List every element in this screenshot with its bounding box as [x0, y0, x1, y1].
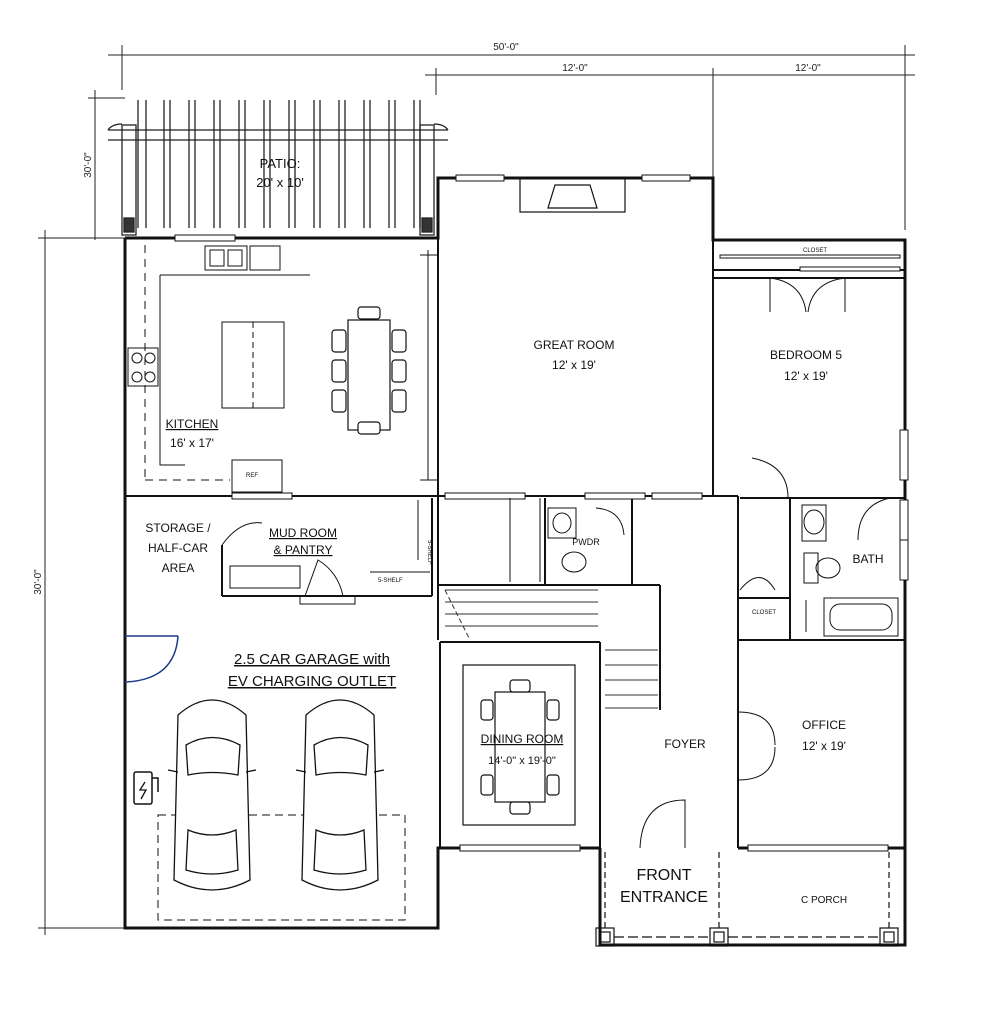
- bedroom-width-dimension: 12'-0": [795, 63, 821, 74]
- ev-charger-icon: [133, 771, 159, 805]
- great-room-label: GREAT ROOM: [534, 338, 615, 352]
- porch-label: C PORCH: [801, 895, 847, 906]
- garage-door-swing: [124, 635, 179, 683]
- front-entrance-label-1: FRONT: [636, 867, 691, 884]
- powder-fixtures: [509, 498, 625, 582]
- great-room-width-dimension: 12'-0": [562, 63, 588, 74]
- refrigerator-label: REF: [246, 473, 258, 479]
- small-closet-label: CLOSET: [752, 610, 776, 616]
- dining-label: DINING ROOM: [481, 732, 564, 746]
- shelf-label-1: 5-SHELF: [426, 540, 432, 565]
- garage-label-2: EV CHARGING OUTLET: [228, 673, 396, 690]
- great-room-size: 12' x 19': [552, 358, 596, 372]
- bath-label: BATH: [852, 552, 883, 566]
- kitchen-label: KITCHEN: [166, 417, 219, 431]
- patio-depth-dimension: 30'-0": [83, 152, 94, 178]
- storage-label-1: STORAGE /: [145, 521, 211, 535]
- mud-room-fixtures: [221, 500, 430, 605]
- patio-size: 20' x 10': [256, 175, 304, 190]
- dimension-lines: [38, 45, 915, 935]
- bedroom-closet-doors: [769, 277, 846, 313]
- dining-size: 14'-0" x 19'-0": [488, 755, 556, 767]
- mud-room-label-1: MUD ROOM: [269, 526, 337, 540]
- porch-columns: [595, 852, 899, 947]
- bedroom-label: BEDROOM 5: [770, 348, 842, 362]
- mud-room-label-2: & PANTRY: [274, 543, 333, 557]
- kitchen-size: 16' x 17': [170, 436, 214, 450]
- closet-label: CLOSET: [803, 248, 827, 254]
- office-size: 12' x 19': [802, 739, 846, 753]
- car-left-icon: [167, 699, 257, 891]
- patio-label: PATIO:: [260, 156, 301, 171]
- powder-label: PWDR: [572, 537, 600, 547]
- front-entrance-label-2: ENTRANCE: [620, 889, 708, 906]
- garage-label-1: 2.5 CAR GARAGE with: [234, 651, 390, 668]
- dining-room-rug: [462, 664, 576, 826]
- foyer-label: FOYER: [664, 737, 706, 751]
- bath-fixtures: [739, 457, 899, 637]
- office-label: OFFICE: [802, 718, 846, 732]
- dining-table: [480, 679, 560, 815]
- storage-label-3: AREA: [162, 561, 195, 575]
- garage-parking-area: [157, 814, 406, 921]
- patio-pergola: [107, 100, 449, 236]
- kitchen-fixtures: [127, 245, 438, 493]
- storage-label-2: HALF-CAR: [148, 541, 208, 555]
- shelf-label-2: 5-SHELF: [378, 578, 403, 584]
- bedroom-size: 12' x 19': [784, 369, 828, 383]
- foyer-doors: [639, 711, 776, 849]
- overall-width-dimension: 50'-0": [493, 42, 519, 53]
- house-depth-dimension: 30'-0": [33, 569, 44, 595]
- kitchen-dining-table: [331, 306, 407, 435]
- windows: [174, 174, 909, 852]
- car-right-icon: [295, 699, 385, 891]
- staircase: [444, 589, 658, 709]
- fireplace: [519, 177, 626, 213]
